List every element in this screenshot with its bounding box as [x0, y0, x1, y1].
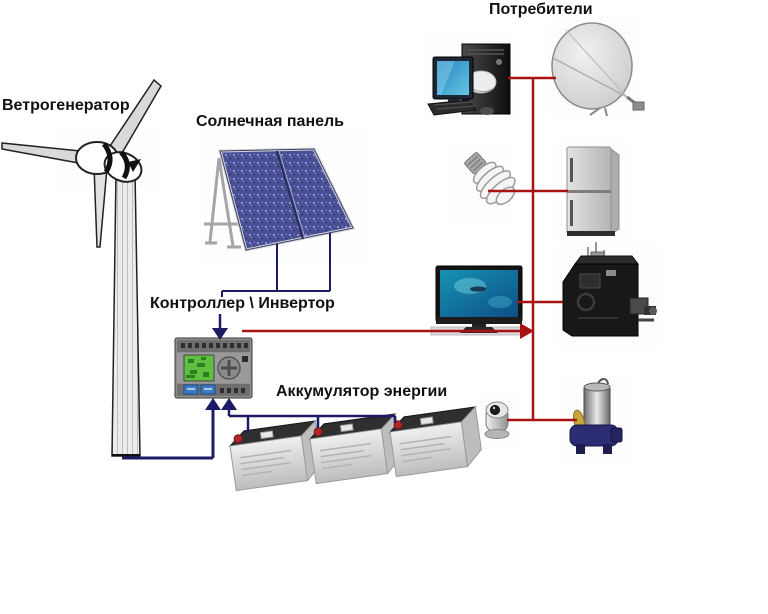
desktop-computer-icon [427, 43, 511, 116]
tv-icon [430, 265, 526, 336]
satellite-dish-icon [551, 22, 645, 117]
battery-icon [228, 419, 322, 492]
label-consumers: Потребители [489, 1, 593, 18]
solar-panel-icon [204, 147, 356, 252]
battery-icon [388, 405, 482, 478]
boiler-icon [562, 242, 657, 337]
ac-arrowhead [520, 323, 534, 339]
cctv-camera-icon [484, 401, 510, 439]
label-solar-panel: Солнечная панель [196, 113, 345, 130]
battery-icon [308, 412, 402, 485]
label-energy-storage: Аккумулятор энергии [276, 383, 448, 400]
controller-inverter-icon [174, 337, 253, 399]
dc-source-lines [122, 233, 397, 460]
wind-turbine-icon [1, 78, 162, 457]
label-controller-inverter: Контроллер \ Инвертор [150, 295, 335, 312]
refrigerator-icon [566, 146, 620, 236]
water-pump-icon [569, 378, 623, 454]
ac-consumer-lines [242, 76, 577, 422]
label-wind-generator: Ветрогенератор [2, 97, 130, 114]
dc-arrowheads [205, 328, 237, 410]
battery-bank [228, 405, 482, 492]
